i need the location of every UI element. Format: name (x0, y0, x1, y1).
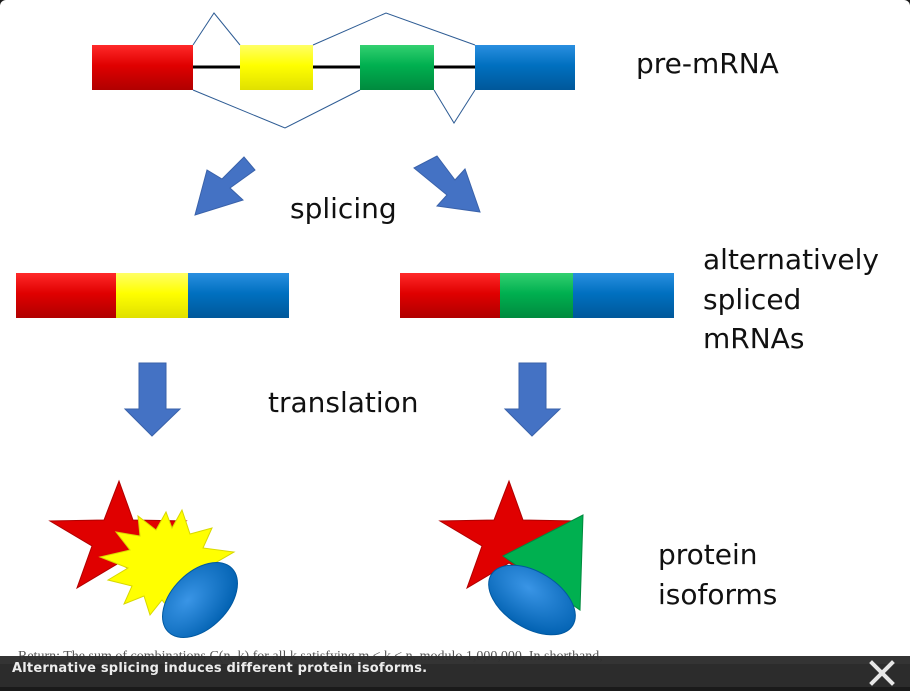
alternatively-label: alternatively (703, 243, 879, 276)
exon-blue (475, 45, 575, 90)
lightbox-caption-bar: Alternative splicing induces different p… (0, 656, 910, 687)
mrna-isoform-left (16, 273, 289, 318)
blue-oval-shape (162, 562, 238, 638)
red-star-shape (438, 479, 578, 590)
pre-mrna-label: pre-mRNA (636, 47, 779, 80)
protein-isoform-left (48, 479, 238, 638)
splice-connector-top-left (192, 12, 241, 46)
pre-mrna-strand (92, 12, 575, 129)
splicing-arrow-left (194, 156, 256, 216)
isoforms-label: isoforms (658, 578, 778, 611)
mrna-isoform-right (400, 273, 674, 318)
protein-label: protein (658, 538, 758, 571)
splice-connector-bottom-left (192, 89, 361, 129)
mrnas-label: mRNAs (703, 322, 805, 355)
splice-connector-top-right (312, 12, 476, 46)
image-caption: Alternative splicing induces different p… (12, 661, 428, 676)
blue-oval-shape (488, 564, 576, 636)
splicing-label: splicing (290, 192, 397, 225)
diagram-canvas: pre-mRNA splicing alternatively spliced … (0, 0, 910, 656)
translation-arrow-left (123, 362, 182, 437)
exon-red (92, 45, 193, 90)
exon-green (360, 45, 434, 90)
exon-yellow (240, 45, 313, 90)
close-icon[interactable] (868, 660, 896, 686)
splice-connector-bottom-right (433, 89, 476, 124)
translation-label: translation (268, 386, 419, 419)
translation-arrow-right (503, 362, 562, 437)
splicing-diagram (16, 12, 674, 638)
spliced-label: spliced (703, 283, 802, 316)
protein-isoform-right (438, 479, 584, 636)
splicing-arrow-right (413, 155, 481, 213)
